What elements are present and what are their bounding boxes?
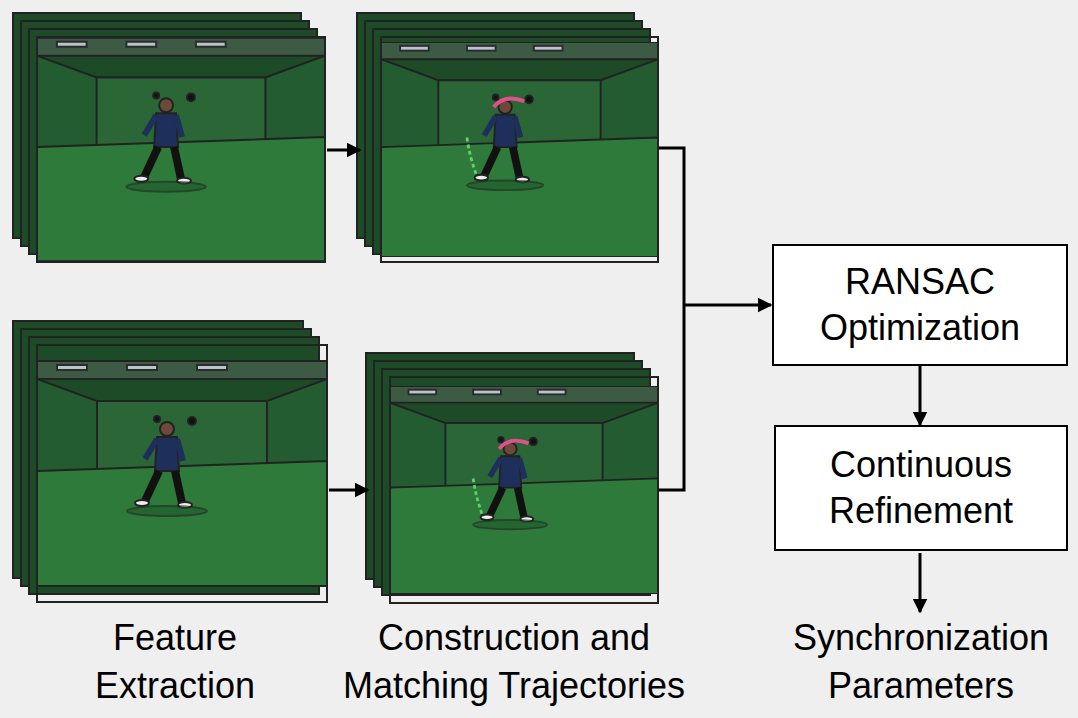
frame-stack — [357, 13, 658, 262]
frame-stack — [13, 13, 325, 262]
text-stack: Continuous Refinement — [786, 442, 1056, 534]
box-label: Continuous Refinement — [786, 442, 1056, 534]
frame-stack — [13, 321, 327, 602]
text-stack: RANSAC Optimization — [784, 259, 1056, 351]
process-box: RANSAC Optimization — [772, 244, 1068, 366]
stage-caption: Synchronization Parameters — [766, 614, 1076, 710]
frame-stack — [366, 353, 658, 603]
stage-caption: Feature Extraction — [60, 614, 290, 710]
box-label: RANSAC Optimization — [784, 259, 1056, 351]
flow-arrow — [919, 366, 922, 425]
process-box: Continuous Refinement — [774, 425, 1068, 551]
stage-caption: Construction and Matching Trajectories — [319, 614, 709, 710]
